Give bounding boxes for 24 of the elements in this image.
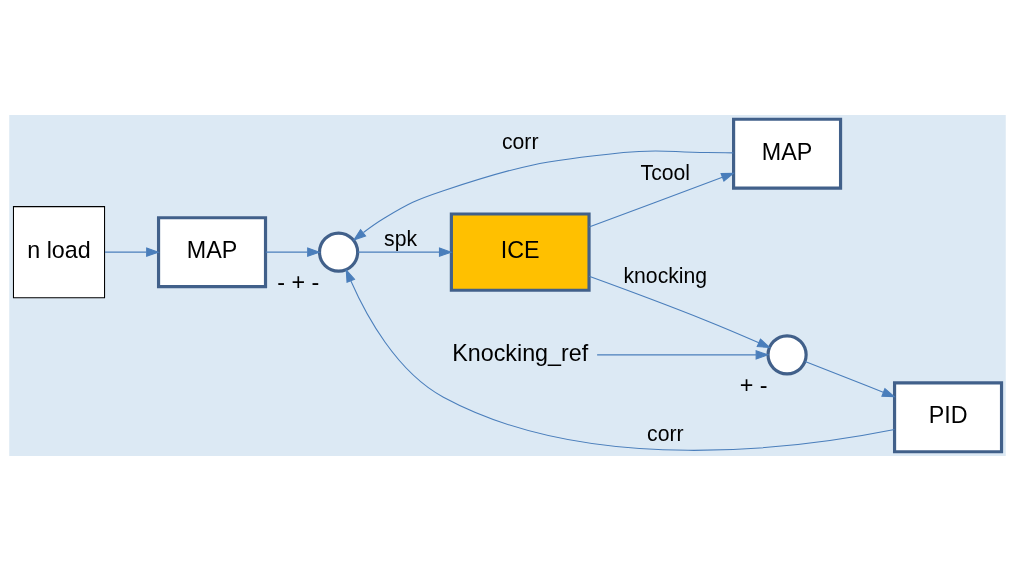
arrow <box>265 246 321 257</box>
node-circle <box>317 231 360 273</box>
node-box: MAP <box>156 215 268 288</box>
edge-label: corr <box>501 129 539 153</box>
arrow <box>588 275 771 348</box>
node-circle <box>766 333 808 375</box>
node-box: ICE <box>449 211 591 292</box>
node-box: n load <box>12 205 106 298</box>
arrow <box>588 172 735 227</box>
edge-label: spk <box>384 226 418 250</box>
node-box: MAP <box>732 117 843 190</box>
arrow <box>345 268 896 451</box>
edge-label: knocking <box>623 263 708 287</box>
arrow <box>352 149 734 241</box>
node-label: - + - <box>277 268 320 295</box>
node-text: Knocking_ref <box>452 339 589 366</box>
edge-label: Tcool <box>640 160 691 184</box>
arrow <box>104 246 160 257</box>
arrow <box>357 246 453 257</box>
node-box: PID <box>893 380 1004 453</box>
edge-label: corr <box>647 421 684 445</box>
node-label: + - <box>739 371 768 398</box>
arrow <box>804 360 896 397</box>
arrow <box>596 349 770 360</box>
